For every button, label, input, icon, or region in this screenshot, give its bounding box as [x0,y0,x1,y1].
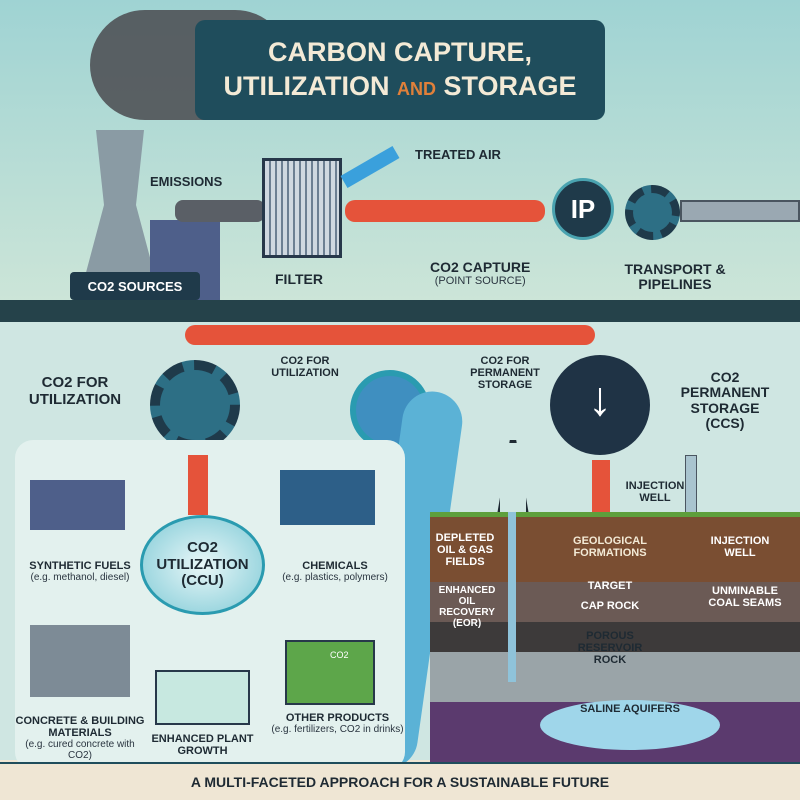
porous-label: Porous Reservoir Rock [577,630,643,667]
concrete-plant-icon [30,625,130,697]
ccu-item-concrete: Concrete & Building Materials(e.g. cured… [15,715,145,761]
title-line2b: Storage [443,70,577,101]
item-label: Synthetic Fuels [29,560,131,572]
injection-well-top-label: Injection Well [625,480,685,505]
coal-label: Unminable Coal Seams [708,585,782,610]
item-sub: (e.g. fertilizers, CO2 in drinks) [271,724,404,736]
item-sub: (e.g. methanol, diesel) [30,572,130,584]
layer-topsoil [430,512,800,582]
item-sub: (e.g. cured concrete with CO2) [25,739,135,762]
capture-label: CO2 Capture(Point Source) [430,259,531,288]
ccu-item-other-products: Other Products(e.g. fertilizers, CO2 in … [265,712,410,735]
saline-aquifer-pool [540,700,720,750]
eor-label: Enhanced Oil Recovery (EOR) [438,585,496,629]
layer-cap-rock [430,622,800,652]
layer-porous [430,652,800,702]
sources-label: CO2 Sources [87,279,183,294]
emissions-arrow [175,200,265,222]
split-flow-arrow [185,325,595,345]
emissions-label: Emissions [150,174,223,189]
synthetic-fuels-icon [30,480,125,530]
title-line1: Carbon Capture, [267,37,532,67]
ip-badge: IP [552,178,614,240]
saline-label: Saline Aquifers [580,703,680,715]
item-label: Concrete & Building Materials [15,715,145,740]
footer-tagline: A Multi-Faceted Approach for a Sustainab… [0,762,800,800]
utilization-gear-icon [150,360,240,450]
ccu-center-label: CO2 Utilization (CCU) [156,539,249,589]
for-storage-label: CO2 for Permanent Storage [470,355,540,392]
storage-down-arrow-icon: ↓ [550,355,650,455]
item-label: Enhanced Plant Growth [151,733,254,758]
cap-rock-label: Cap Rock [580,600,640,612]
item-label: Other Products [285,712,390,724]
injection-well-label: Injection Well [710,535,770,560]
depleted-label: Depleted Oil & Gas Fields [435,532,495,569]
ccu-center [140,515,265,615]
item-label: Chemicals [302,560,368,572]
title-line2a: Utilization [223,70,390,101]
ccu-item-synthetic-fuels: Synthetic Fuels(e.g. methanol, diesel) [15,560,145,583]
storage-down-arrow [592,460,610,515]
item-sub: (e.g. plastics, polymers) [282,572,388,584]
pipeline-icon [680,200,800,222]
treated-air-label: Treated Air [415,147,501,162]
storage-side-label: CO2 Permanent Storage (CCS) [680,369,770,432]
title-banner: Carbon Capture, Utilization and Storage [195,20,605,120]
target-label: Target [587,580,633,592]
capture-flow-arrow [345,200,545,222]
for-utilization-label: CO2 for Utilization [271,355,339,380]
products-icon [285,640,375,705]
oil-well-pipe [508,512,516,682]
filter-icon [262,158,342,258]
transport-label: Transport & Pipelines [624,261,726,293]
filter-label: Filter [275,271,323,287]
capture-sub: (Point Source) [434,275,526,288]
utilization-side-label: CO2 for Utilization [28,374,122,408]
gear-icon [625,185,680,240]
ccu-item-plant-growth: Enhanced Plant Growth [150,733,255,757]
horizon-band [0,300,800,322]
capture-title: CO2 Capture [430,259,531,275]
greenhouse-icon [155,670,250,725]
ccu-down-arrow [188,455,208,515]
layer-target [430,582,800,622]
bottle-label: CO2 [330,650,349,660]
title-and: and [396,78,436,99]
ccu-item-chemicals: Chemicals(e.g. plastics, polymers) [270,560,400,583]
geological-label: Geological Formations [573,535,647,560]
chemicals-icon [280,470,375,525]
sources-label-box [70,272,200,300]
